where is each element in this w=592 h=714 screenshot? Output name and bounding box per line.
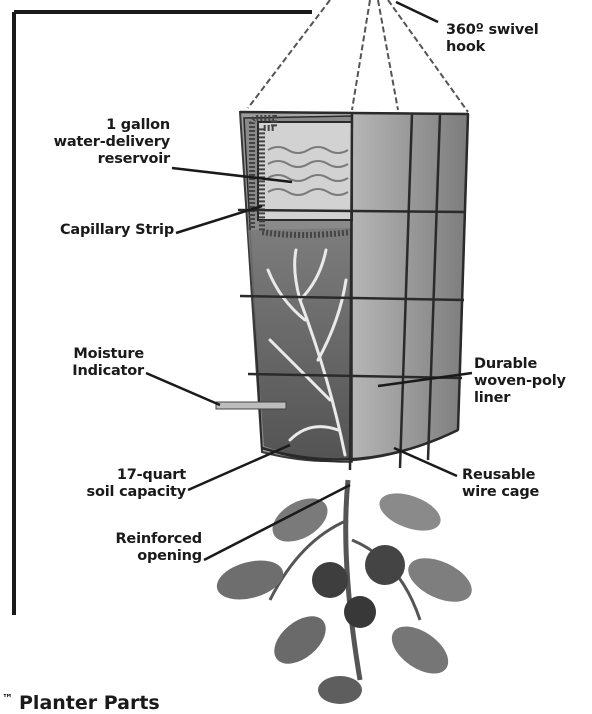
label-moisture-indicator: Moisture Indicator [40,346,144,380]
hanging-chains [248,0,468,112]
tomato-plant [212,480,478,704]
diagram-title: ™ Planter Parts [2,692,160,714]
label-liner: Durable woven-poly liner [474,356,566,407]
trademark-symbol: ™ [2,692,13,705]
leader-moisture-indicator [146,373,220,405]
label-swivel-hook: 360º swivel hook [446,22,539,56]
diagram-title-text: Planter Parts [19,692,160,714]
leader-soil-capacity [188,445,290,490]
moisture-indicator-tube [216,402,286,409]
soil-fill [248,228,350,460]
label-wire-cage: Reusable wire cage [462,467,539,501]
leader-wire-cage [394,448,457,476]
label-soil-capacity: 17-quart soil capacity [40,467,186,501]
leader-reinforced-opening [204,485,350,560]
reservoir-tank [258,122,352,220]
label-capillary-strip: Capillary Strip [20,222,174,239]
label-reinforced-opening: Reinforced opening [60,531,202,565]
label-reservoir: 1 gallon water-delivery reservoir [30,117,170,168]
